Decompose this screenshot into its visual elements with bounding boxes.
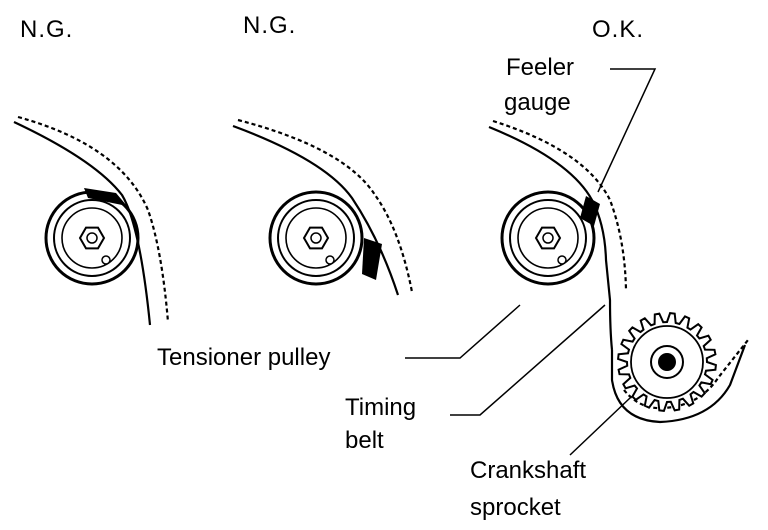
label-gauge: gauge xyxy=(504,89,571,116)
heading-ng-1: N.G. xyxy=(20,16,73,43)
label-belt: belt xyxy=(345,427,384,454)
pulley-nut-2 xyxy=(302,226,330,250)
label-timing: Timing xyxy=(345,394,416,421)
feeler-gauge-1 xyxy=(84,188,127,206)
timing-belt-2-teeth xyxy=(237,118,414,293)
leader-crankshaft-sprocket xyxy=(569,397,631,456)
crankshaft-sprocket-graphic xyxy=(617,312,717,412)
leader-tensioner-pulley xyxy=(405,304,521,359)
heading-ng-2: N.G. xyxy=(243,12,296,39)
tensioner-pulley-1 xyxy=(44,190,140,286)
timing-belt-2-back xyxy=(232,124,400,296)
panel-ng-2 xyxy=(232,118,414,296)
label-sprocket: sprocket xyxy=(470,494,561,521)
timing-belt-1-back xyxy=(13,121,152,326)
leader-feeler-gauge xyxy=(597,68,657,193)
feeler-gauge-3 xyxy=(580,196,600,226)
leader-timing-belt xyxy=(450,304,606,416)
panel-ok xyxy=(488,119,749,424)
label-crankshaft: Crankshaft xyxy=(470,457,586,484)
tensioner-pulley-2 xyxy=(268,190,364,286)
timing-belt-3-back xyxy=(488,125,614,351)
heading-ok: O.K. xyxy=(592,16,644,43)
timing-belt-3-teeth xyxy=(492,119,628,291)
timing-belt-3-loop xyxy=(610,344,747,424)
tensioner-pulley-3 xyxy=(500,190,596,286)
timing-belt-1-teeth xyxy=(17,115,170,323)
pulley-nut-3 xyxy=(534,226,562,250)
feeler-gauge-2 xyxy=(362,238,382,280)
panel-ng-1 xyxy=(13,115,170,326)
pulley-nut-1 xyxy=(78,226,106,250)
label-feeler: Feeler xyxy=(506,54,574,81)
label-tensioner-pulley: Tensioner pulley xyxy=(157,344,330,371)
